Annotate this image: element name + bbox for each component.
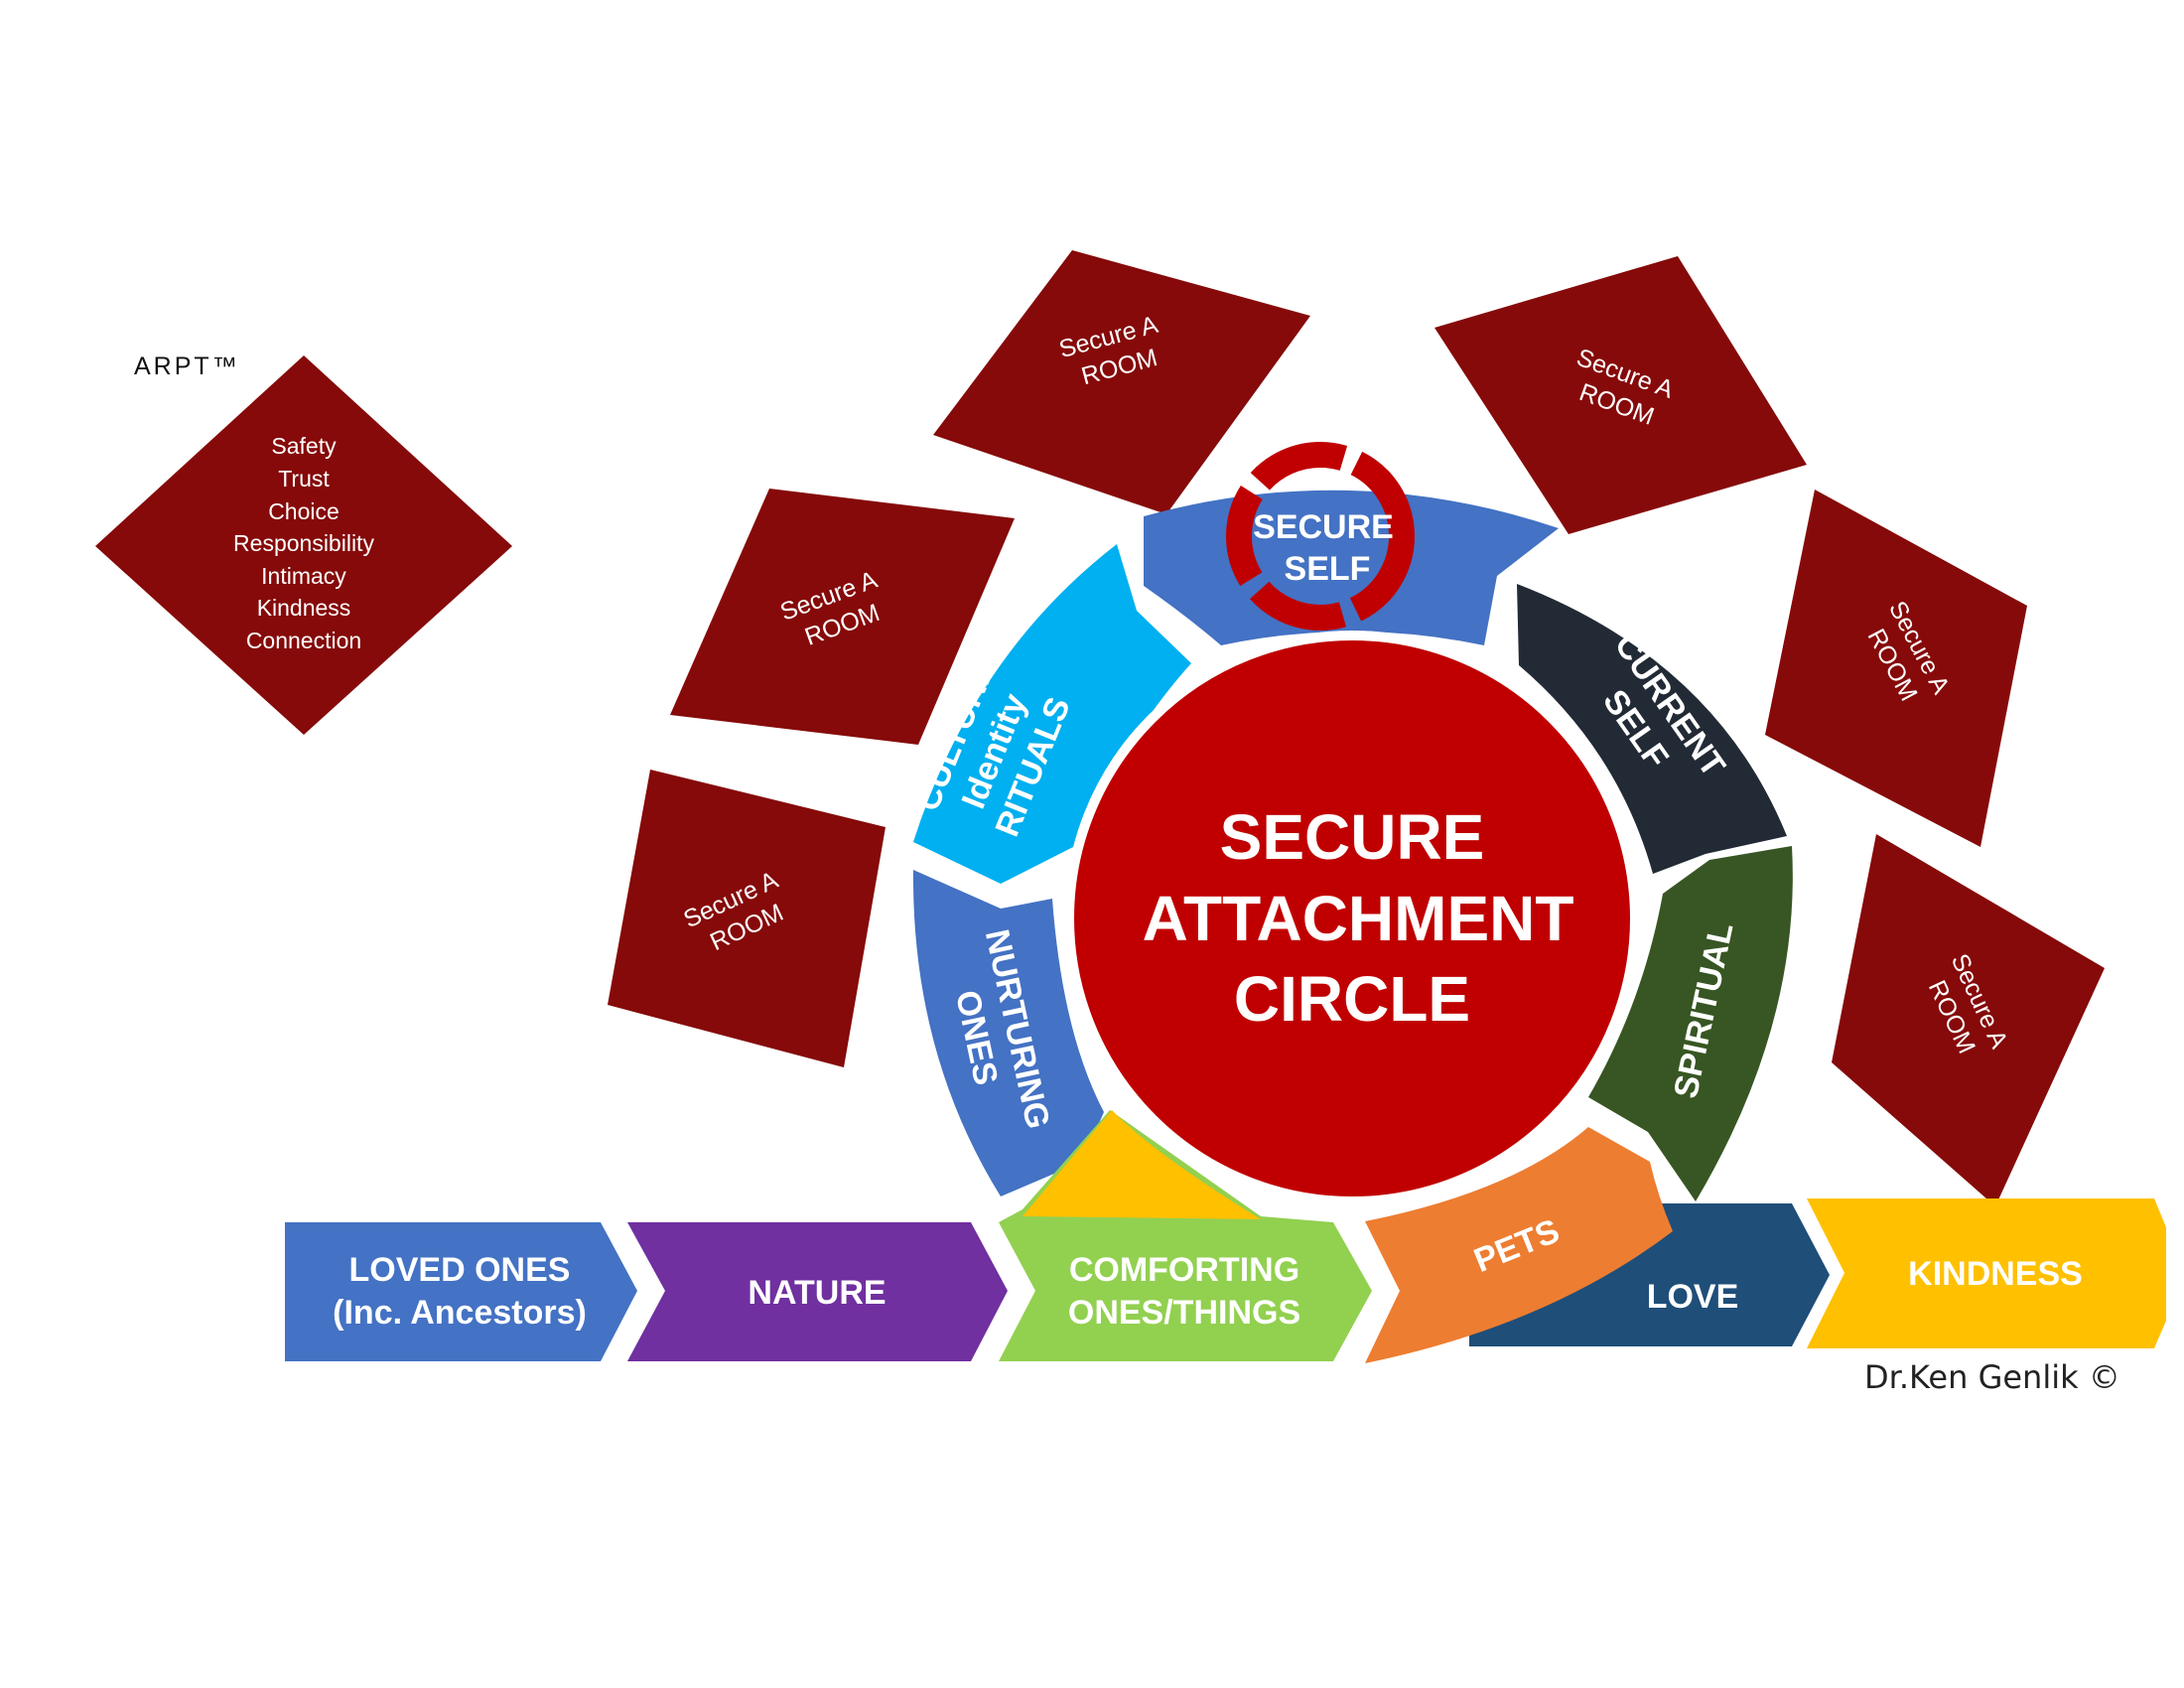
segment-label-self: SELF	[1285, 550, 1371, 588]
value-choice: Choice	[268, 498, 340, 524]
room-right-upper: Secure A ROOM	[1765, 490, 2027, 847]
value-safety: Safety	[271, 433, 337, 459]
values-diamond: Safety Trust Choice Responsibility Intim…	[95, 355, 512, 735]
arrow-label-ancestors: (Inc. Ancestors)	[333, 1294, 587, 1332]
arrow-kindness: KINDNESS	[1807, 1198, 2166, 1348]
values-diamond-shape	[95, 355, 512, 735]
center-label-attachment: ATTACHMENT	[1143, 883, 1574, 954]
room-upper-left: Secure A ROOM	[670, 489, 1015, 745]
room-lower-left: Secure A ROOM	[608, 770, 886, 1067]
author-credit: Dr.Ken Genlik ©	[1864, 1358, 2120, 1396]
value-intimacy: Intimacy	[261, 563, 346, 589]
arrow-label-love: LOVE	[1647, 1278, 1739, 1316]
comforting-notch	[1023, 1110, 1261, 1219]
arrow-label-kindness: KINDNESS	[1908, 1255, 2083, 1293]
secure-self-ring: SECURE SELF	[1226, 442, 1415, 631]
value-kindness: Kindness	[257, 595, 351, 621]
center-label-secure: SECURE	[1220, 801, 1485, 873]
segment-pets: PETS	[1365, 1127, 1673, 1363]
center-label-circle: CIRCLE	[1234, 963, 1470, 1035]
room-top-center: Secure A ROOM	[933, 250, 1310, 514]
arpt-trademark: ARPT™	[134, 352, 240, 380]
cycle-ring	[1226, 442, 1415, 631]
value-trust: Trust	[278, 466, 330, 492]
arrow-label-loved-ones: LOVED ONES	[349, 1251, 571, 1289]
segment-nurturing: NURTURING ONES	[912, 870, 1104, 1196]
value-connection: Connection	[246, 628, 361, 653]
room-top-right: Secure A ROOM	[1434, 256, 1807, 534]
arrow-label-nature: NATURE	[748, 1274, 886, 1312]
room-right-lower: Secure A ROOM	[1832, 834, 2105, 1206]
arrow-label-comforting: COMFORTING	[1069, 1251, 1299, 1289]
segment-label-secure: SECURE	[1253, 508, 1394, 546]
arrow-nature: NATURE	[627, 1222, 1008, 1361]
arrow-comforting: COMFORTING ONES/THINGS	[999, 1110, 1372, 1361]
center-circle: SECURE ATTACHMENT CIRCLE	[1064, 631, 1640, 1206]
arrow-loved-ones: LOVED ONES (Inc. Ancestors)	[285, 1222, 637, 1361]
segment-spiritual: SPIRITUAL	[1588, 846, 1793, 1201]
arrow-label-ones-things: ONES/THINGS	[1068, 1294, 1300, 1332]
value-responsibility: Responsibility	[233, 530, 374, 556]
